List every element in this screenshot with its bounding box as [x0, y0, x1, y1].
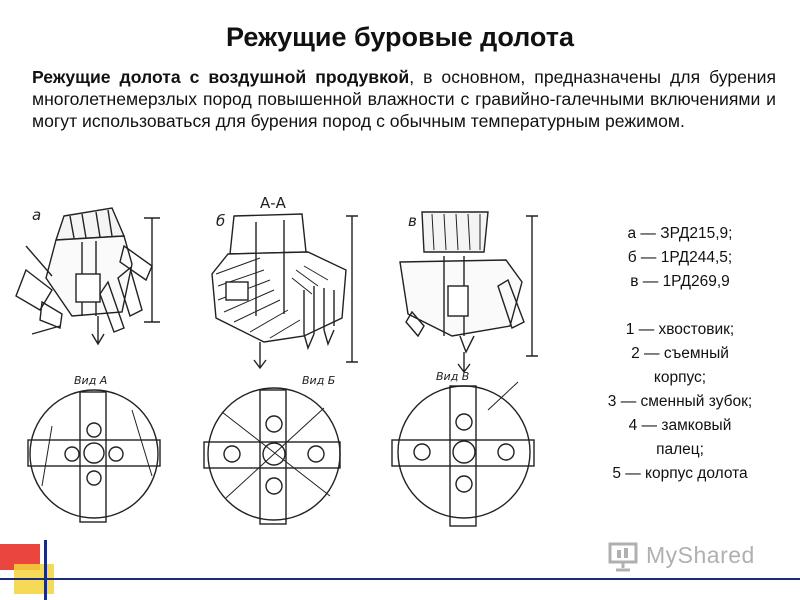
drawing-b-bottom-view [203, 387, 341, 525]
legend-part-2-cont: корпус; [653, 369, 707, 386]
bit-drawings-figure: а б в А-А Вид А Вид Б Вид В [15, 194, 538, 527]
myshared-logo: MyShared [606, 537, 755, 573]
legend-part-5: 5 — корпус долота [612, 465, 748, 482]
legend-part-4: 4 — замковый [628, 417, 732, 434]
legend-part-1: 1 — хвостовик; [625, 321, 735, 338]
intro-bold-lead: Режущие долота с воздушной продувкой [32, 67, 410, 87]
intro-text: , в основном, предназначены для бурения … [32, 67, 776, 131]
legend-part-3: 3 — сменный зубок; [607, 393, 753, 410]
panel-label-b: б [216, 212, 225, 230]
presentation-board-icon [608, 542, 638, 572]
drawing-v-side-view [399, 211, 538, 374]
legend-model-a: а — ЗРД215,9; [627, 225, 733, 242]
legend-model-v: в — 1РД269,9 [630, 273, 730, 290]
drawing-a-side-view [15, 207, 160, 346]
panel-label-a: а [32, 206, 41, 224]
slide-title: Режущие буровые долота [225, 22, 574, 52]
drawing-v-bottom-view [391, 381, 535, 527]
legend-part-2: 2 — съемный [631, 345, 729, 362]
legend-model-b: б — 1РД244,5; [627, 249, 733, 266]
legend-part-4-cont: палец; [656, 441, 704, 458]
drawing-b-section-view [211, 213, 358, 370]
legend: а — ЗРД215,9; б — 1РД244,5; в — 1РД269,9… [575, 222, 785, 486]
view-label-a: Вид А [74, 374, 107, 387]
panel-label-v: в [408, 212, 417, 230]
intro-paragraph: Режущие долота с воздушной продувкой, в … [32, 66, 776, 132]
view-label-b: Вид Б [302, 374, 335, 387]
logo-text: MyShared [646, 541, 755, 568]
section-label: А-А [260, 194, 287, 212]
corner-decoration [0, 540, 800, 600]
drawing-a-bottom-view [27, 389, 161, 523]
view-label-v: Вид В [436, 370, 469, 383]
